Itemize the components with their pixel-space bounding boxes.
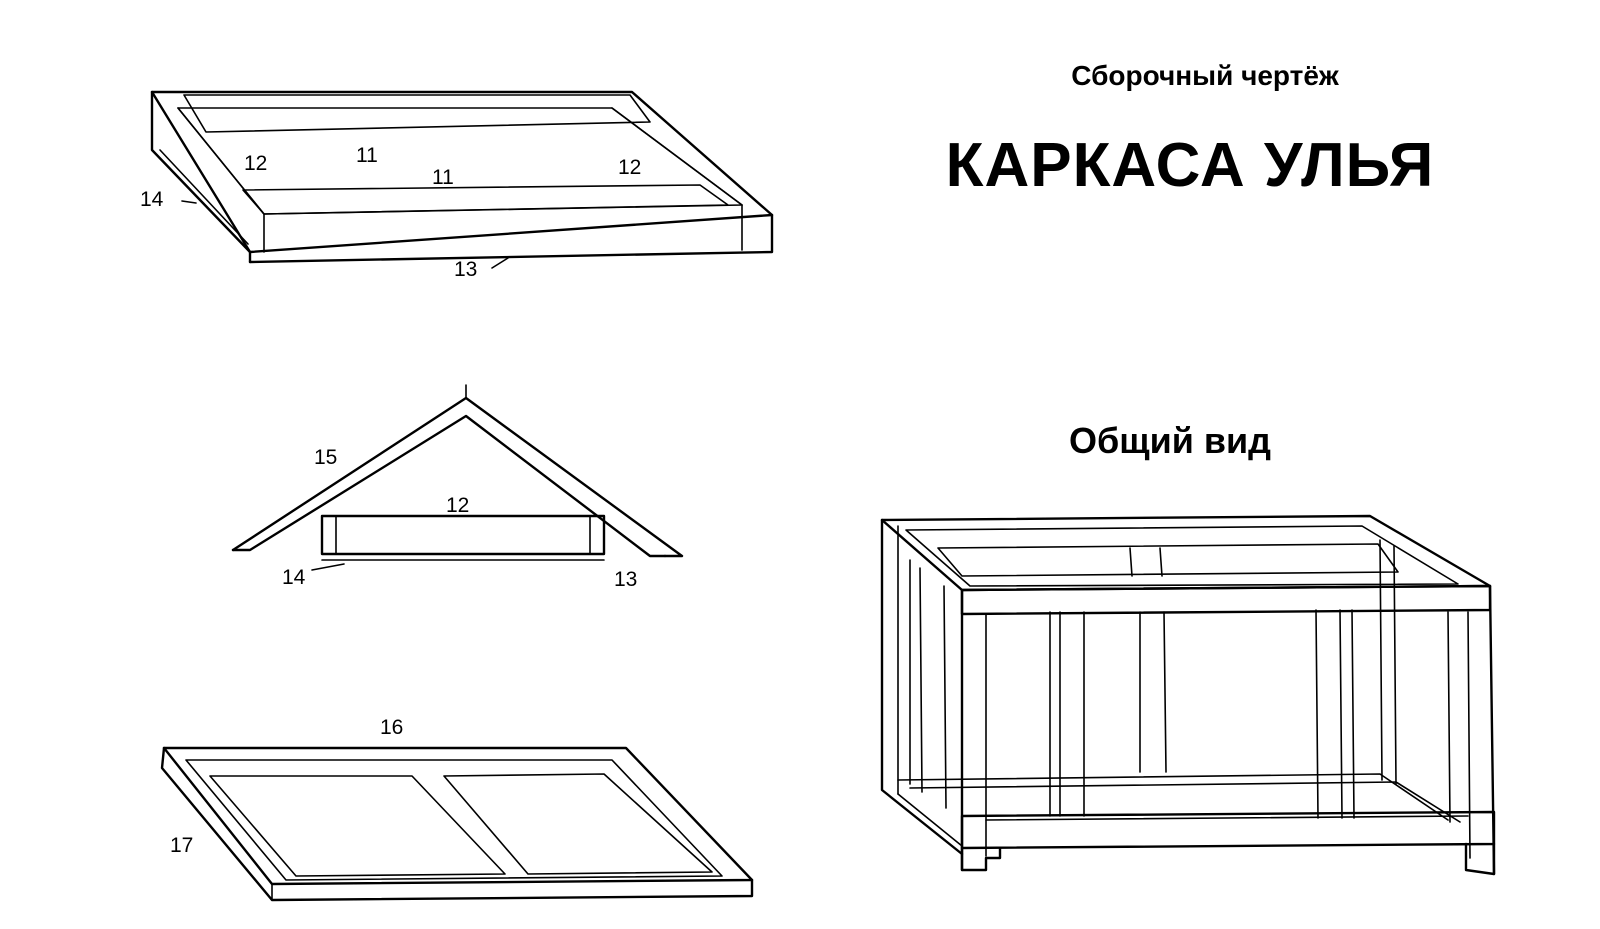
base-frame-assembly: 16 17	[160, 716, 754, 902]
roof-assembly: 15 12 14 13	[231, 384, 684, 591]
roof-label-13: 13	[614, 568, 637, 591]
general-view-frame	[880, 514, 1496, 876]
roof-label-12: 12	[446, 494, 469, 517]
top-frame-label-13: 13	[454, 258, 477, 281]
assembly-drawing-subtitle: Сборочный чертёж	[1071, 60, 1339, 91]
top-frame-label-12-right: 12	[618, 156, 641, 179]
top-frame-assembly: 12 11 11 12 14 13	[140, 90, 774, 281]
top-frame-label-11-upper: 11	[356, 144, 378, 167]
roof-label-15: 15	[314, 446, 337, 469]
top-frame-label-12-left: 12	[244, 152, 267, 175]
general-view-title: Общий вид	[1069, 420, 1271, 461]
top-frame-label-14: 14	[140, 188, 164, 211]
roof-label-14: 14	[282, 566, 306, 589]
base-label-17: 17	[170, 834, 193, 857]
top-frame-label-11-lower: 11	[432, 166, 454, 189]
drawing-title: КАРКАСА УЛЬЯ	[945, 131, 1435, 200]
base-label-16: 16	[380, 716, 403, 739]
